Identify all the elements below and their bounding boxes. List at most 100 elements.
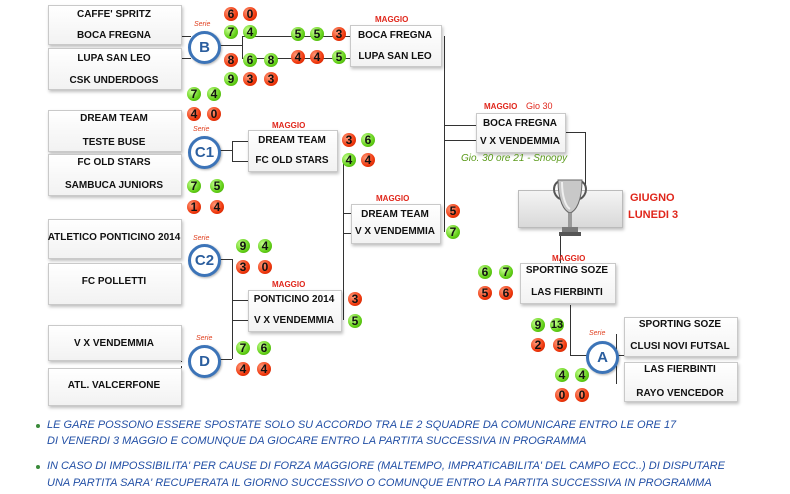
score-ball: 4 (207, 87, 221, 101)
match-box (624, 317, 738, 357)
score-ball: 4 (236, 362, 250, 376)
score-ball: 3 (332, 27, 346, 41)
note-line: DI VENERDI 3 MAGGIO E COMUNQUE DA GIOCAR… (47, 435, 587, 447)
line (232, 259, 233, 359)
team-name: SPORTING SOZE (638, 319, 722, 330)
team-name: FC OLD STARS (255, 155, 329, 166)
line (343, 233, 351, 234)
bullet (36, 465, 40, 469)
score-ball: 7 (499, 265, 513, 279)
score-ball: 5 (553, 338, 567, 352)
team-name: DREAM TEAM (80, 113, 148, 124)
score-ball: 6 (257, 341, 271, 355)
score-ball: 5 (291, 27, 305, 41)
group-b-badge: B (188, 31, 221, 64)
team-name: V X VENDEMMIA (253, 315, 334, 326)
score-ball: 3 (236, 260, 250, 274)
score-ball: 7 (187, 179, 201, 193)
score-ball: 7 (446, 225, 460, 239)
line (343, 213, 351, 214)
match-box (48, 5, 182, 45)
score-ball: 4 (258, 239, 272, 253)
match-box (351, 204, 441, 244)
score-ball: 3 (348, 292, 362, 306)
match-note: Gio. 30 ore 21 - Snoopy (461, 153, 568, 164)
score-ball: 7 (187, 87, 201, 101)
team-name: CLUSI NOVI FUTSAL (630, 341, 730, 352)
team-name: DREAM TEAM (258, 135, 326, 146)
team-name: TESTE BUSE (82, 137, 146, 148)
line (232, 141, 248, 142)
score-ball: 6 (478, 265, 492, 279)
match-box (476, 113, 566, 153)
team-name: FC POLLETTI (81, 276, 147, 287)
score-ball: 5 (446, 204, 460, 218)
score-ball: 7 (224, 25, 238, 39)
score-ball: 6 (499, 286, 513, 300)
line (585, 132, 586, 188)
match-box (48, 368, 182, 406)
team-name: LUPA SAN LEO (77, 53, 151, 64)
score-ball: 6 (243, 53, 257, 67)
score-ball: 9 (236, 239, 250, 253)
team-name: LUPA SAN LEO (358, 51, 432, 62)
score-ball: 4 (575, 368, 589, 382)
match-box (48, 110, 182, 152)
score-ball: 8 (224, 53, 238, 67)
score-ball: 9 (224, 72, 238, 86)
team-name: SPORTING SOZE (525, 265, 609, 276)
score-ball: 0 (555, 388, 569, 402)
score-ball: 4 (555, 368, 569, 382)
note-line: IN CASO DI IMPOSSIBILITA' PER CAUSE DI F… (47, 460, 725, 472)
note-line: UNA PARTITA SARA' RECUPERATA IL GIORNO S… (47, 477, 712, 489)
team-name: LAS FIERBINTI (644, 364, 716, 375)
line (560, 236, 561, 266)
team-name: CAFFE' SPRITZ (76, 9, 152, 20)
serie-label: Serie (194, 21, 211, 28)
line (218, 150, 232, 151)
score-ball: 13 (550, 318, 564, 332)
score-ball: 4 (361, 153, 375, 167)
line (444, 125, 476, 126)
score-ball: 4 (310, 50, 324, 64)
group-c1-badge: C1 (188, 136, 221, 169)
team-name: LAS FIERBINTI (531, 287, 603, 298)
score-ball: 4 (342, 153, 356, 167)
line (232, 141, 233, 161)
team-name: ATL. VALCERFONE (67, 380, 161, 391)
match-box (350, 25, 442, 67)
match-month: MAGGIO (272, 280, 306, 289)
line (232, 300, 248, 301)
team-name: V X VENDEMMIA (73, 338, 154, 349)
score-ball: 8 (264, 53, 278, 67)
score-ball: 5 (478, 286, 492, 300)
score-ball: 5 (210, 179, 224, 193)
score-ball: 0 (207, 107, 221, 121)
match-box (48, 325, 182, 361)
group-c2-badge: C2 (188, 244, 221, 277)
score-ball: 3 (264, 72, 278, 86)
team-name: PONTICINO 2014 (253, 294, 335, 305)
score-ball: 4 (210, 200, 224, 214)
match-month: MAGGIO (376, 194, 410, 203)
match-box (48, 48, 182, 90)
bullet (36, 424, 40, 428)
score-ball: 6 (361, 133, 375, 147)
group-a-badge: A (586, 341, 619, 374)
match-box (248, 290, 342, 332)
score-ball: 4 (243, 25, 257, 39)
team-name: V X VENDEMMIA (354, 226, 435, 237)
team-name: SAMBUCA JUNIORS (65, 180, 163, 191)
score-ball: 4 (187, 107, 201, 121)
score-ball: 2 (531, 338, 545, 352)
line (181, 36, 191, 37)
serie-label: Serie (589, 330, 606, 337)
team-name: RAYO VENCEDOR (636, 388, 724, 399)
score-ball: 7 (236, 341, 250, 355)
score-ball: 0 (575, 388, 589, 402)
team-name: BOCA FREGNA (357, 30, 433, 41)
score-ball: 4 (291, 50, 305, 64)
line (616, 355, 624, 356)
match-box (248, 130, 338, 172)
score-ball: 9 (531, 318, 545, 332)
